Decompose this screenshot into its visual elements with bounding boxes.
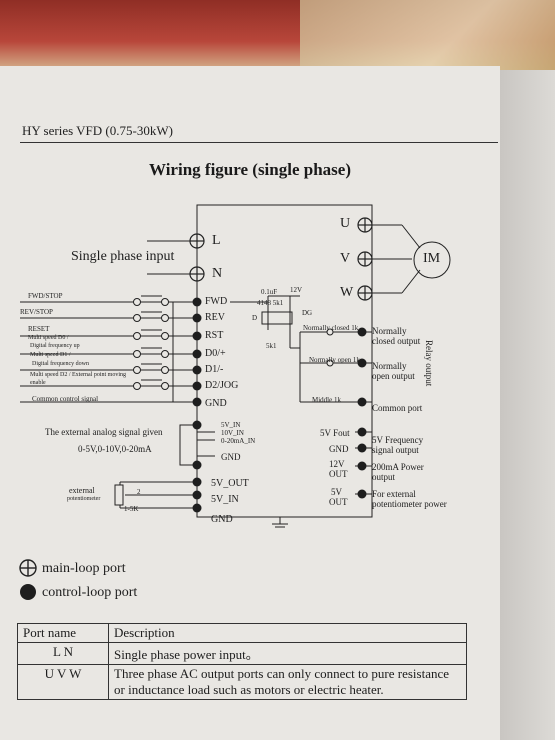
input-rev-stop: REV/STOP <box>20 308 53 316</box>
pot-value: 1-5K <box>124 505 139 513</box>
nc-output-port: Normally closed output <box>372 326 421 346</box>
fout-terminal: 5V Fout <box>320 428 350 438</box>
relay-dg: DG <box>302 309 313 317</box>
analog-in-20ma: 0-20mA_IN <box>221 437 256 445</box>
series-header: HY series VFD (0.75-30kW) <box>22 123 173 138</box>
relay-resistor: 5k1 <box>266 342 277 350</box>
relay-mid: Middle 1k <box>312 396 341 404</box>
terminal-d1: D1/- <box>205 364 224 375</box>
input-ms0-b: Digital frequency up <box>30 343 80 349</box>
terminal-N-label: N <box>212 266 223 281</box>
page-title: Wiring figure (single phase) <box>149 160 351 179</box>
input-reset: RESET <box>28 325 50 333</box>
gnd-terminal-bottom: GND <box>211 514 233 525</box>
terminal-d2: D2/JOG <box>205 380 239 391</box>
v5-terminal: 5V <box>331 487 342 497</box>
out1-terminal: OUT <box>329 469 348 479</box>
table-row: L N Single phase power input。 <box>17 642 467 665</box>
header-rule <box>20 142 498 143</box>
v12-terminal: 12V <box>329 459 345 469</box>
freq-output-2: signal output <box>372 445 419 455</box>
pot-power-2: potentiometer power <box>372 499 447 509</box>
analog-desc-2: 0-5V,0-10V,0-20mA <box>78 444 152 454</box>
analog-in-10v: 10V_IN <box>221 429 244 437</box>
analog-desc-1: The external analog signal given <box>45 427 163 437</box>
relay-no: Normally open 1k <box>309 356 360 364</box>
out2-terminal: OUT <box>329 497 348 507</box>
terminal-V-label: V <box>340 251 351 266</box>
pot-power-1: For external <box>372 489 416 499</box>
terminal-W-label: W <box>340 285 354 300</box>
freq-output-1: 5V Frequency <box>372 435 424 445</box>
terminal-gnd: GND <box>205 398 227 409</box>
pot-label-1: external <box>69 486 95 495</box>
analog-in-5v: 5V_IN <box>221 421 241 429</box>
port-cell: L N <box>17 642 109 665</box>
terminal-rst: RST <box>205 330 224 341</box>
common-port: Common port <box>372 403 423 413</box>
input-ms0-a: Multi speed D0 / <box>28 335 69 341</box>
input-fwd-stop: FWD/STOP <box>28 292 63 300</box>
terminal-fwd: FWD <box>205 296 228 307</box>
table-header-row: Port name Description <box>17 623 467 643</box>
background-fabric <box>0 0 555 75</box>
legend-main-loop: main-loop port <box>42 561 126 576</box>
port-description-table: Port name Description L N Single phase p… <box>17 623 467 700</box>
header-description: Description <box>108 623 467 643</box>
input-ms1-a: Multi speed D1 / <box>30 352 71 358</box>
pot-label-2: potentiometer <box>67 496 101 502</box>
terminal-L-label: L <box>212 233 221 248</box>
desc-cell: Single phase power input。 <box>108 642 467 665</box>
input-common: Common control signal <box>32 395 99 403</box>
port-cell: U V W <box>17 664 109 700</box>
legend-control-loop: control-loop port <box>42 585 138 600</box>
relay-nc: Normally closed 1k <box>303 324 359 332</box>
relay-output-side-label: Relay output <box>424 340 434 387</box>
header-port-name: Port name <box>17 623 109 643</box>
relay-capacitor: 0.1uF <box>261 288 278 296</box>
table-row: U V W Three phase AC output ports can on… <box>17 664 467 700</box>
input-ms1-b: Digital frequency down <box>32 361 89 367</box>
terminal-d0: D0/+ <box>205 348 226 359</box>
power-output-1: 200mA Power <box>372 462 424 472</box>
input-ms2: Multi speed D2 / External point moving e… <box>30 372 126 386</box>
terminal-rev: REV <box>205 312 225 323</box>
no-output-port: Normally open output <box>372 361 415 381</box>
relay-12v: 12V <box>290 286 303 294</box>
relay-d: D <box>252 314 258 322</box>
single-phase-input-label: Single phase input <box>71 249 175 264</box>
adjacent-page <box>500 70 555 740</box>
v5-in-terminal: 5V_IN <box>211 494 239 505</box>
fabric-pattern <box>300 0 555 70</box>
relay-parts: 4148 5k1 <box>257 299 284 307</box>
gnd-right-terminal: GND <box>329 444 349 454</box>
power-output-2: output <box>372 472 396 482</box>
terminal-U-label: U <box>340 216 351 231</box>
v5-out-terminal: 5V_OUT <box>211 478 249 489</box>
motor-label: IM <box>423 251 441 266</box>
desc-cell: Three phase AC output ports can only con… <box>108 664 467 700</box>
analog-gnd: GND <box>221 452 241 462</box>
pot-pin-2: 2 <box>137 488 141 496</box>
